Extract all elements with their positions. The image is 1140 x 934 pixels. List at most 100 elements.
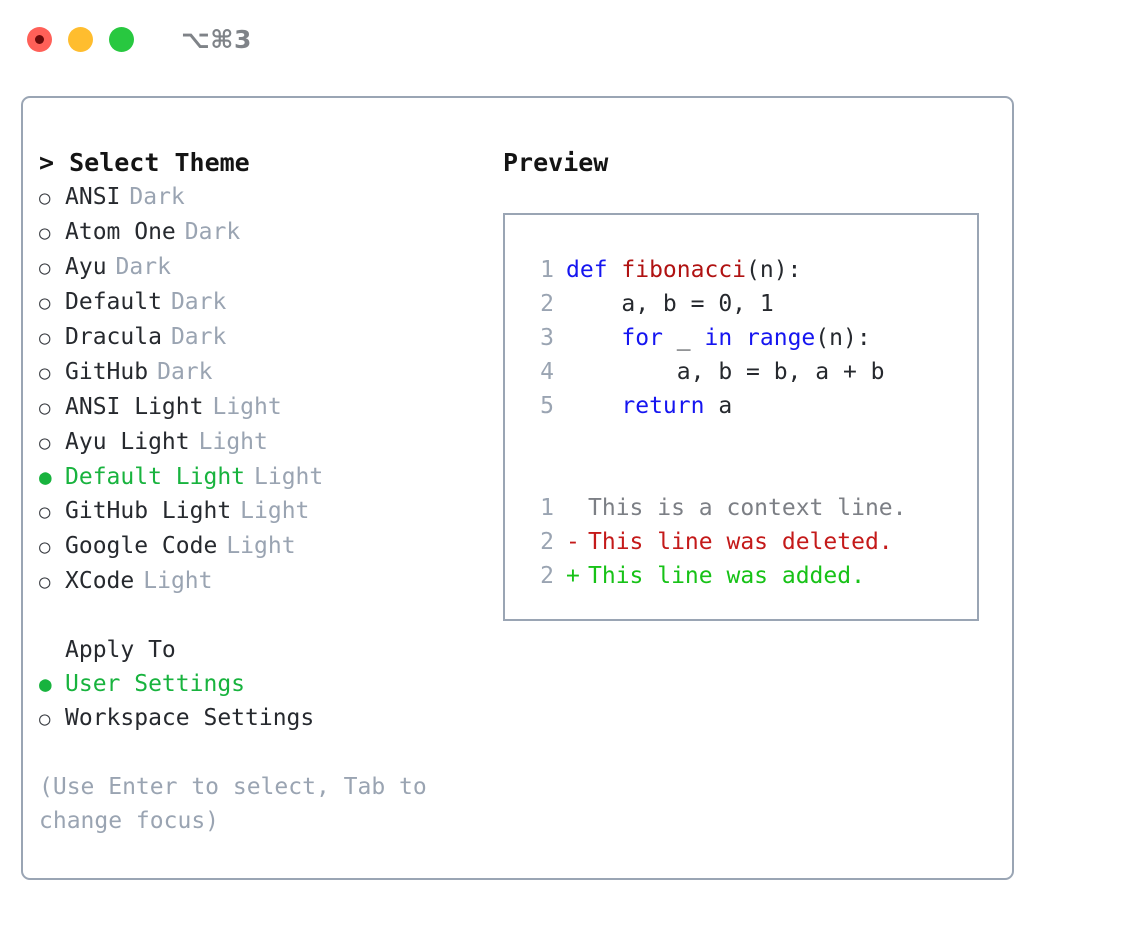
theme-option-atom-one[interactable]: ○ Atom One Dark xyxy=(39,215,479,250)
code-token: range xyxy=(746,325,816,351)
theme-option-tag: Light xyxy=(198,429,268,455)
code-blank-line xyxy=(505,457,977,491)
theme-option-label: Atom One xyxy=(65,219,176,245)
theme-option-ayu-light[interactable]: ○ Ayu Light Light xyxy=(39,425,479,460)
window-titlebar: ⌥⌘3 xyxy=(0,0,1140,78)
radio-icon: ○ xyxy=(39,708,51,730)
theme-option-ansi-light[interactable]: ○ ANSI Light Light xyxy=(39,390,479,425)
theme-option-google-code[interactable]: ○ Google Code Light xyxy=(39,529,479,564)
code-line: 2 a, b = 0, 1 xyxy=(505,287,977,321)
code-token: _ xyxy=(662,325,705,351)
theme-option-github[interactable]: ○ GitHub Dark xyxy=(39,355,479,390)
line-number: 1 xyxy=(540,495,554,521)
theme-selector-column: > Select Theme ○ ANSI Dark ○ Atom One Da… xyxy=(39,146,479,838)
theme-option-label: Default Light xyxy=(65,464,246,490)
panel-columns: > Select Theme ○ ANSI Dark ○ Atom One Da… xyxy=(23,98,1012,878)
radio-selected-icon: ● xyxy=(39,672,52,696)
radio-icon: ○ xyxy=(39,327,51,349)
theme-option-label: Dracula xyxy=(65,324,162,350)
theme-option-tag: Light xyxy=(212,394,282,420)
theme-option-tag: Dark xyxy=(170,324,227,350)
diff-marker xyxy=(566,491,588,525)
theme-option-default[interactable]: ○ Default Dark xyxy=(39,285,479,320)
keyboard-hint-text: (Use Enter to select, Tab to change focu… xyxy=(39,774,441,834)
theme-option-tag: Dark xyxy=(157,359,213,385)
apply-to-option-label: User Settings xyxy=(65,671,246,697)
radio-icon: ○ xyxy=(39,257,51,279)
code-token: a xyxy=(704,393,733,419)
code-content: def fibonacci(n): xyxy=(566,253,801,287)
theme-option-dracula[interactable]: ○ Dracula Dark xyxy=(39,320,479,355)
theme-option-tag: Dark xyxy=(170,289,227,315)
theme-option-label: GitHub Light xyxy=(65,498,232,524)
theme-option-ansi[interactable]: ○ ANSI Dark xyxy=(39,180,479,215)
minimize-button-icon[interactable] xyxy=(68,26,93,52)
code-token xyxy=(566,325,621,351)
diff-content: This is a context line. xyxy=(588,495,907,521)
code-token: return xyxy=(621,393,705,419)
diff-line-added: 2 + This line was added. xyxy=(505,559,977,593)
theme-option-label: ANSI xyxy=(65,184,121,210)
preview-title: Preview xyxy=(503,148,609,177)
radio-icon: ○ xyxy=(39,501,51,523)
code-blank-line xyxy=(505,423,977,457)
theme-option-tag: Light xyxy=(254,464,324,490)
apply-to-option-user-settings[interactable]: ● User Settings xyxy=(39,667,479,701)
theme-option-tag: Light xyxy=(143,568,213,594)
radio-icon: ○ xyxy=(39,432,51,454)
radio-icon: ○ xyxy=(39,536,51,558)
radio-icon: ○ xyxy=(39,222,51,244)
code-content: a, b = b, a + b xyxy=(566,355,885,389)
apply-to-label: Apply To xyxy=(65,637,176,663)
close-button-icon[interactable] xyxy=(27,26,52,52)
radio-icon: ○ xyxy=(39,397,51,419)
code-line: 5 return a xyxy=(505,389,977,423)
main-panel: > Select Theme ○ ANSI Dark ○ Atom One Da… xyxy=(21,96,1014,880)
preview-column: Preview 1 def fibonacci(n): 2 a, b = 0, … xyxy=(503,146,993,621)
code-token xyxy=(732,325,746,351)
code-content: a, b = 0, 1 xyxy=(566,287,773,321)
code-token: in xyxy=(704,325,733,351)
radio-selected-icon: ● xyxy=(39,465,52,489)
line-number: 5 xyxy=(540,393,554,419)
code-line: 4 a, b = b, a + b xyxy=(505,355,977,389)
theme-option-github-light[interactable]: ○ GitHub Light Light xyxy=(39,494,479,529)
code-token: a, b = b, a + b xyxy=(566,359,885,385)
apply-to-option-list[interactable]: ● User Settings ○ Workspace Settings xyxy=(39,667,479,736)
theme-option-label: Ayu xyxy=(65,254,107,280)
apply-to-option-workspace-settings[interactable]: ○ Workspace Settings xyxy=(39,701,479,736)
code-line: 3 for _ in range(n): xyxy=(505,321,977,355)
code-content: for _ in range(n): xyxy=(566,321,871,355)
line-number: 2 xyxy=(540,563,554,589)
theme-option-tag: Dark xyxy=(115,254,171,280)
theme-option-label: XCode xyxy=(65,568,135,594)
theme-option-list[interactable]: ○ ANSI Dark ○ Atom One Dark ○ Ayu Dark xyxy=(39,180,479,599)
theme-option-ayu[interactable]: ○ Ayu Dark xyxy=(39,250,479,285)
code-token: (n): xyxy=(815,325,871,351)
theme-option-label: GitHub xyxy=(65,359,149,385)
code-token: (n): xyxy=(746,257,802,283)
line-number: 3 xyxy=(540,325,554,351)
diff-line-context: 1 This is a context line. xyxy=(505,491,977,525)
diff-marker: + xyxy=(566,563,580,589)
theme-option-label: Default xyxy=(65,289,162,315)
apply-to-option-label: Workspace Settings xyxy=(65,705,315,731)
theme-option-label: Google Code xyxy=(65,533,218,559)
theme-option-tag: Light xyxy=(240,498,310,524)
theme-option-xcode[interactable]: ○ XCode Light xyxy=(39,564,479,599)
radio-icon: ○ xyxy=(39,571,51,593)
list-spacer xyxy=(39,599,479,633)
theme-option-default-light[interactable]: ● Default Light Light xyxy=(39,460,479,494)
line-number: 1 xyxy=(540,257,554,283)
diff-content: This line was deleted. xyxy=(588,529,893,555)
page-title: > Select Theme xyxy=(39,148,250,177)
code-token: for xyxy=(621,325,663,351)
maximize-button-icon[interactable] xyxy=(109,26,134,52)
line-number: 4 xyxy=(540,359,554,385)
code-token xyxy=(566,393,621,419)
theme-option-label: ANSI Light xyxy=(65,394,204,420)
keyboard-shortcut-label: ⌥⌘3 xyxy=(181,24,252,54)
radio-icon: ○ xyxy=(39,187,51,209)
theme-option-tag: Dark xyxy=(184,219,241,245)
